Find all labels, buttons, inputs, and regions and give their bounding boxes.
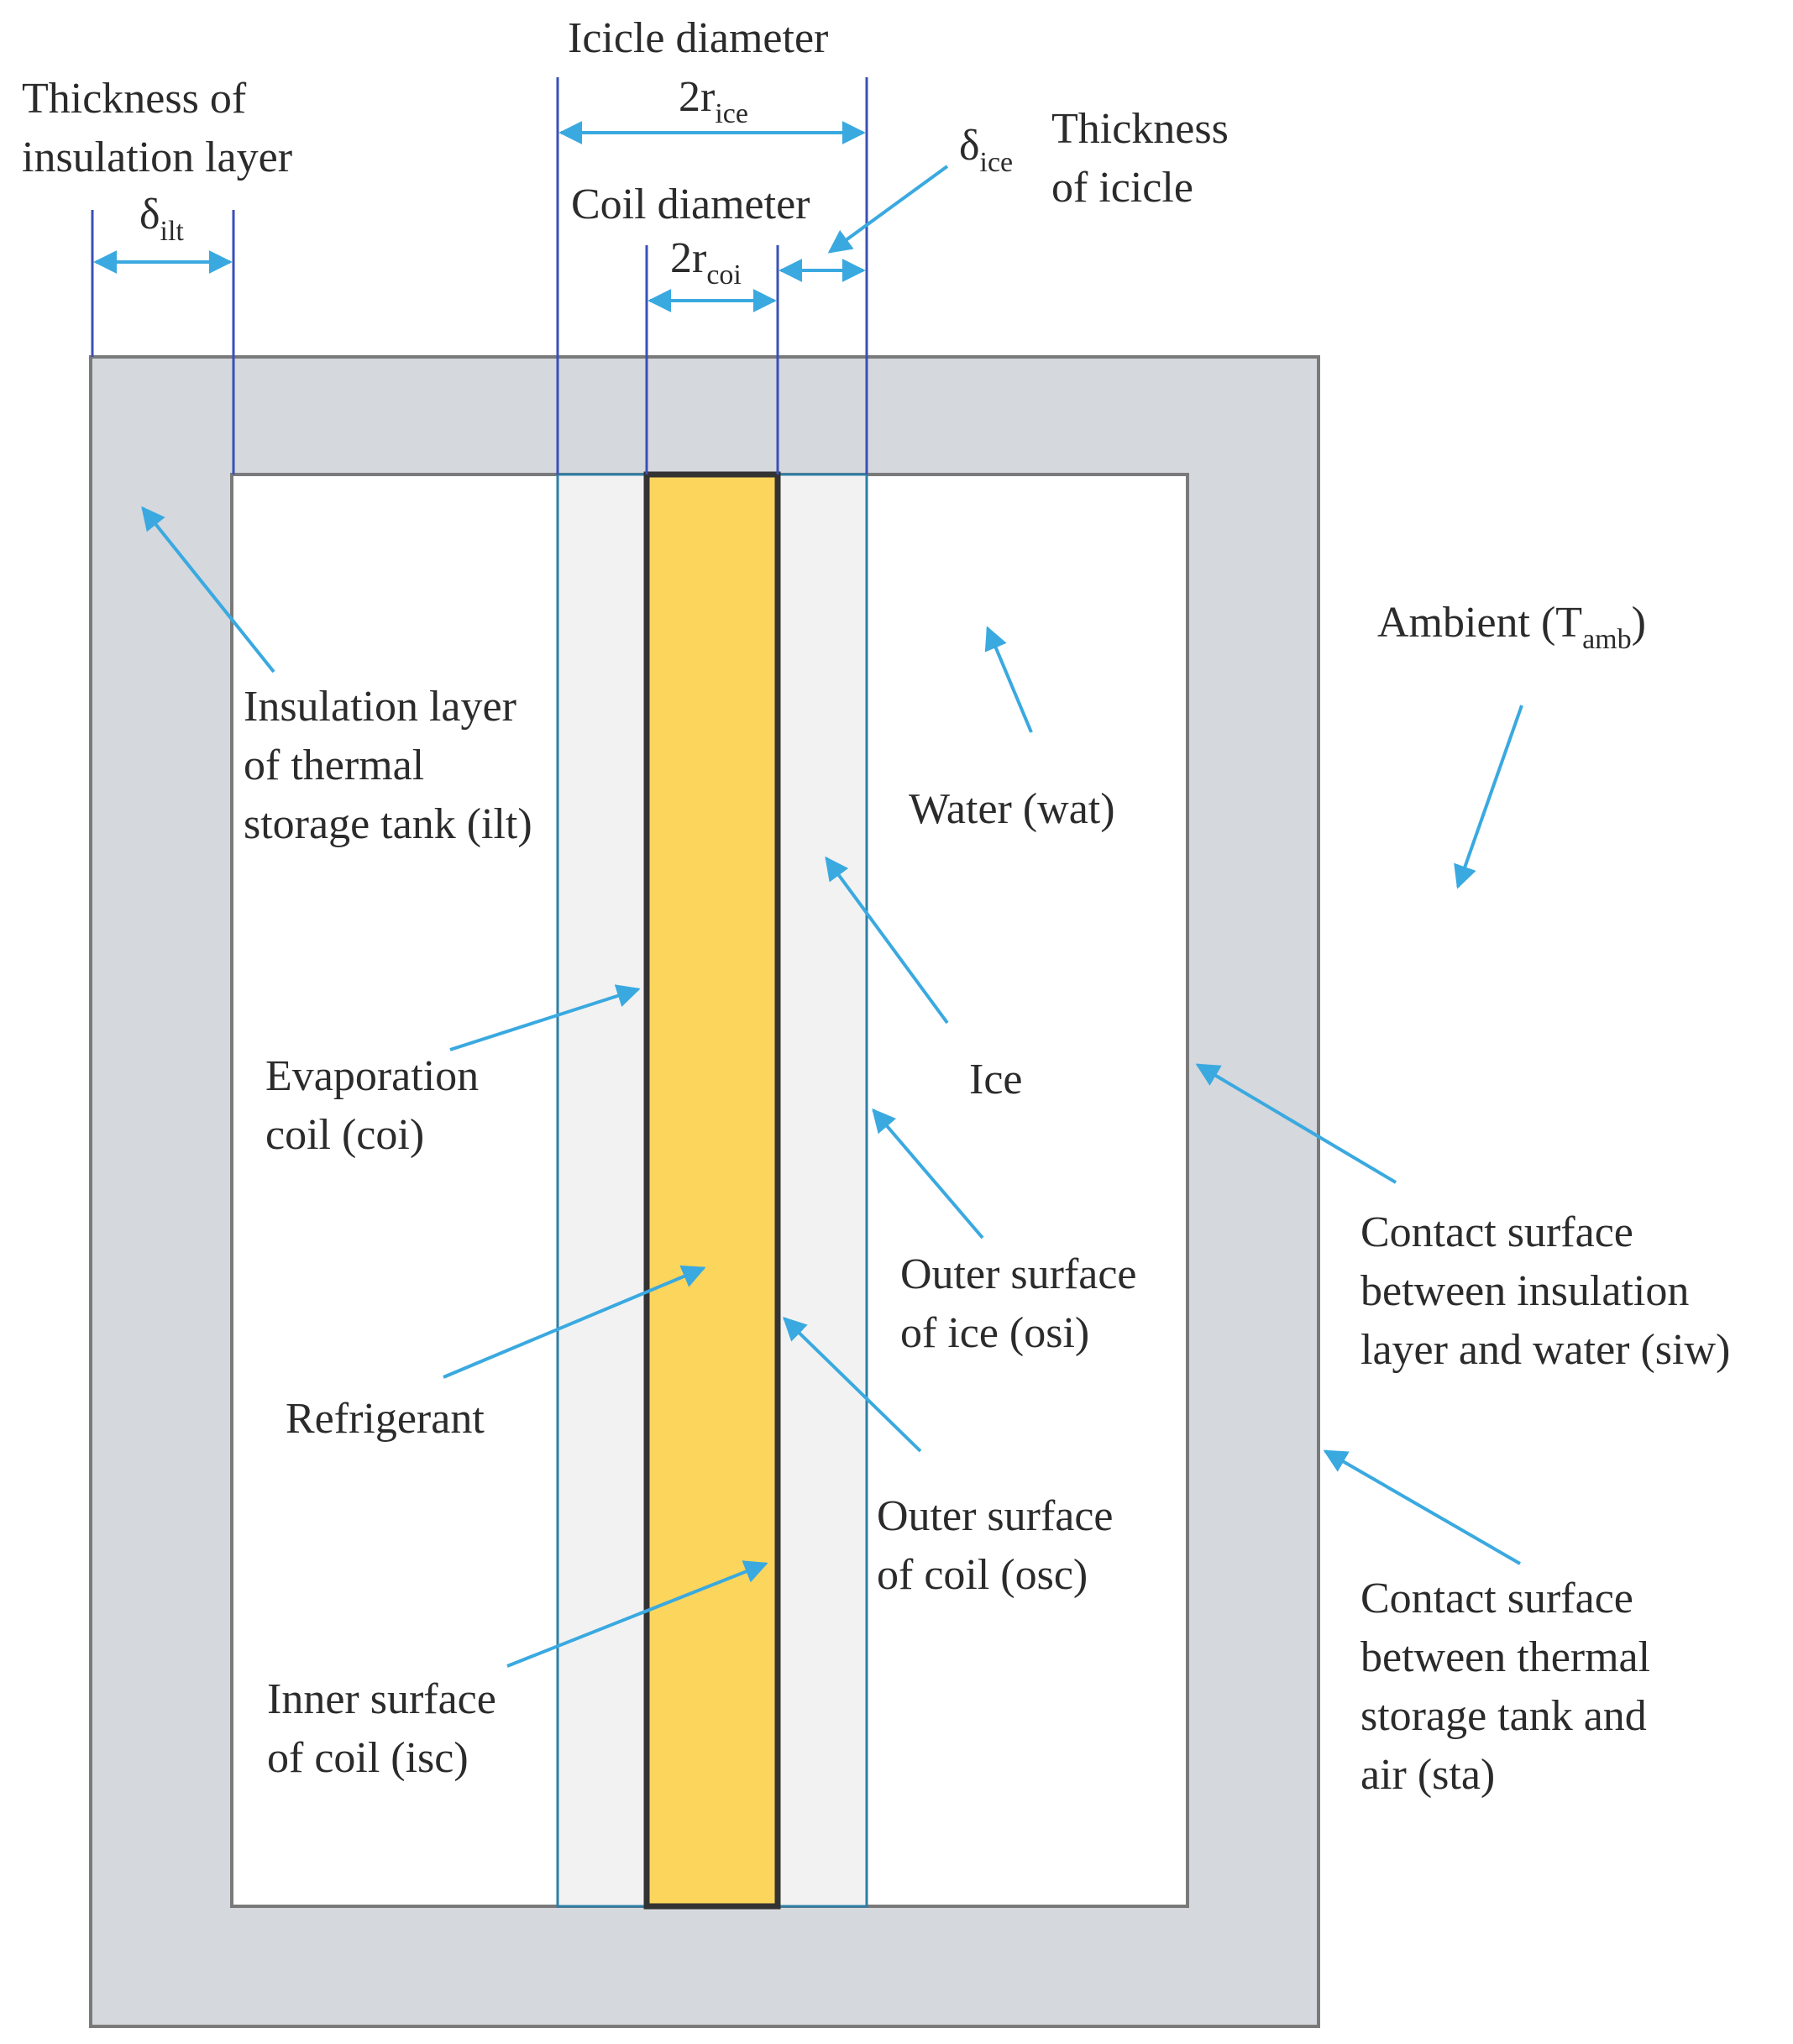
label-2r-coi: 2rcoi [670,234,742,291]
arrow-delta-ice [827,165,949,254]
label-inner-surface-coil: Inner surface of coil (isc) [267,1675,507,1782]
label-evaporation-coil: Evaporation coil (coi) [265,1052,490,1159]
label-contact-siw: Contact surface between insulation layer… [1360,1208,1730,1374]
evaporation-coil [643,471,781,1910]
arrow-inner-surface-coil [506,1560,768,1668]
arrow-ice [825,856,949,1025]
arrow-outer-surface-coil [782,1317,922,1453]
label-thickness-icicle: Thickness of icicle [1051,105,1240,212]
label-insulation-layer-tank: Insulation layer of thermal storage tank… [244,683,532,848]
label-2r-ice: 2rice [679,73,748,129]
label-icicle-diameter: Icicle diameter [568,14,828,62]
arrow-insulation-layer [141,506,275,673]
label-refrigerant: Refrigerant [286,1395,485,1443]
label-delta-ice: δice [959,122,1013,178]
arrow-water [984,626,1033,733]
label-coil-diameter: Coil diameter [571,181,810,228]
arrow-outer-surface-ice [872,1108,984,1240]
label-ice: Ice [969,1056,1022,1103]
label-thickness-insulation: Thickness of insulation layer [22,75,292,181]
label-delta-ilt: δilt [139,191,184,247]
arrow-evaporation-coil [449,984,641,1051]
label-ambient: Ambient (Tamb) [1377,599,1646,655]
label-outer-surface-ice: Outer surface of ice (osi) [900,1250,1148,1357]
label-outer-surface-coil: Outer surface of coil (osc) [877,1492,1125,1599]
arrow-ambient [1454,705,1523,889]
label-contact-sta: Contact surface between thermal storage … [1360,1575,1661,1799]
label-water: Water (wat) [909,785,1115,833]
arrow-sta [1323,1449,1522,1565]
arrow-siw [1195,1063,1397,1184]
arrow-refrigerant [443,1265,706,1379]
